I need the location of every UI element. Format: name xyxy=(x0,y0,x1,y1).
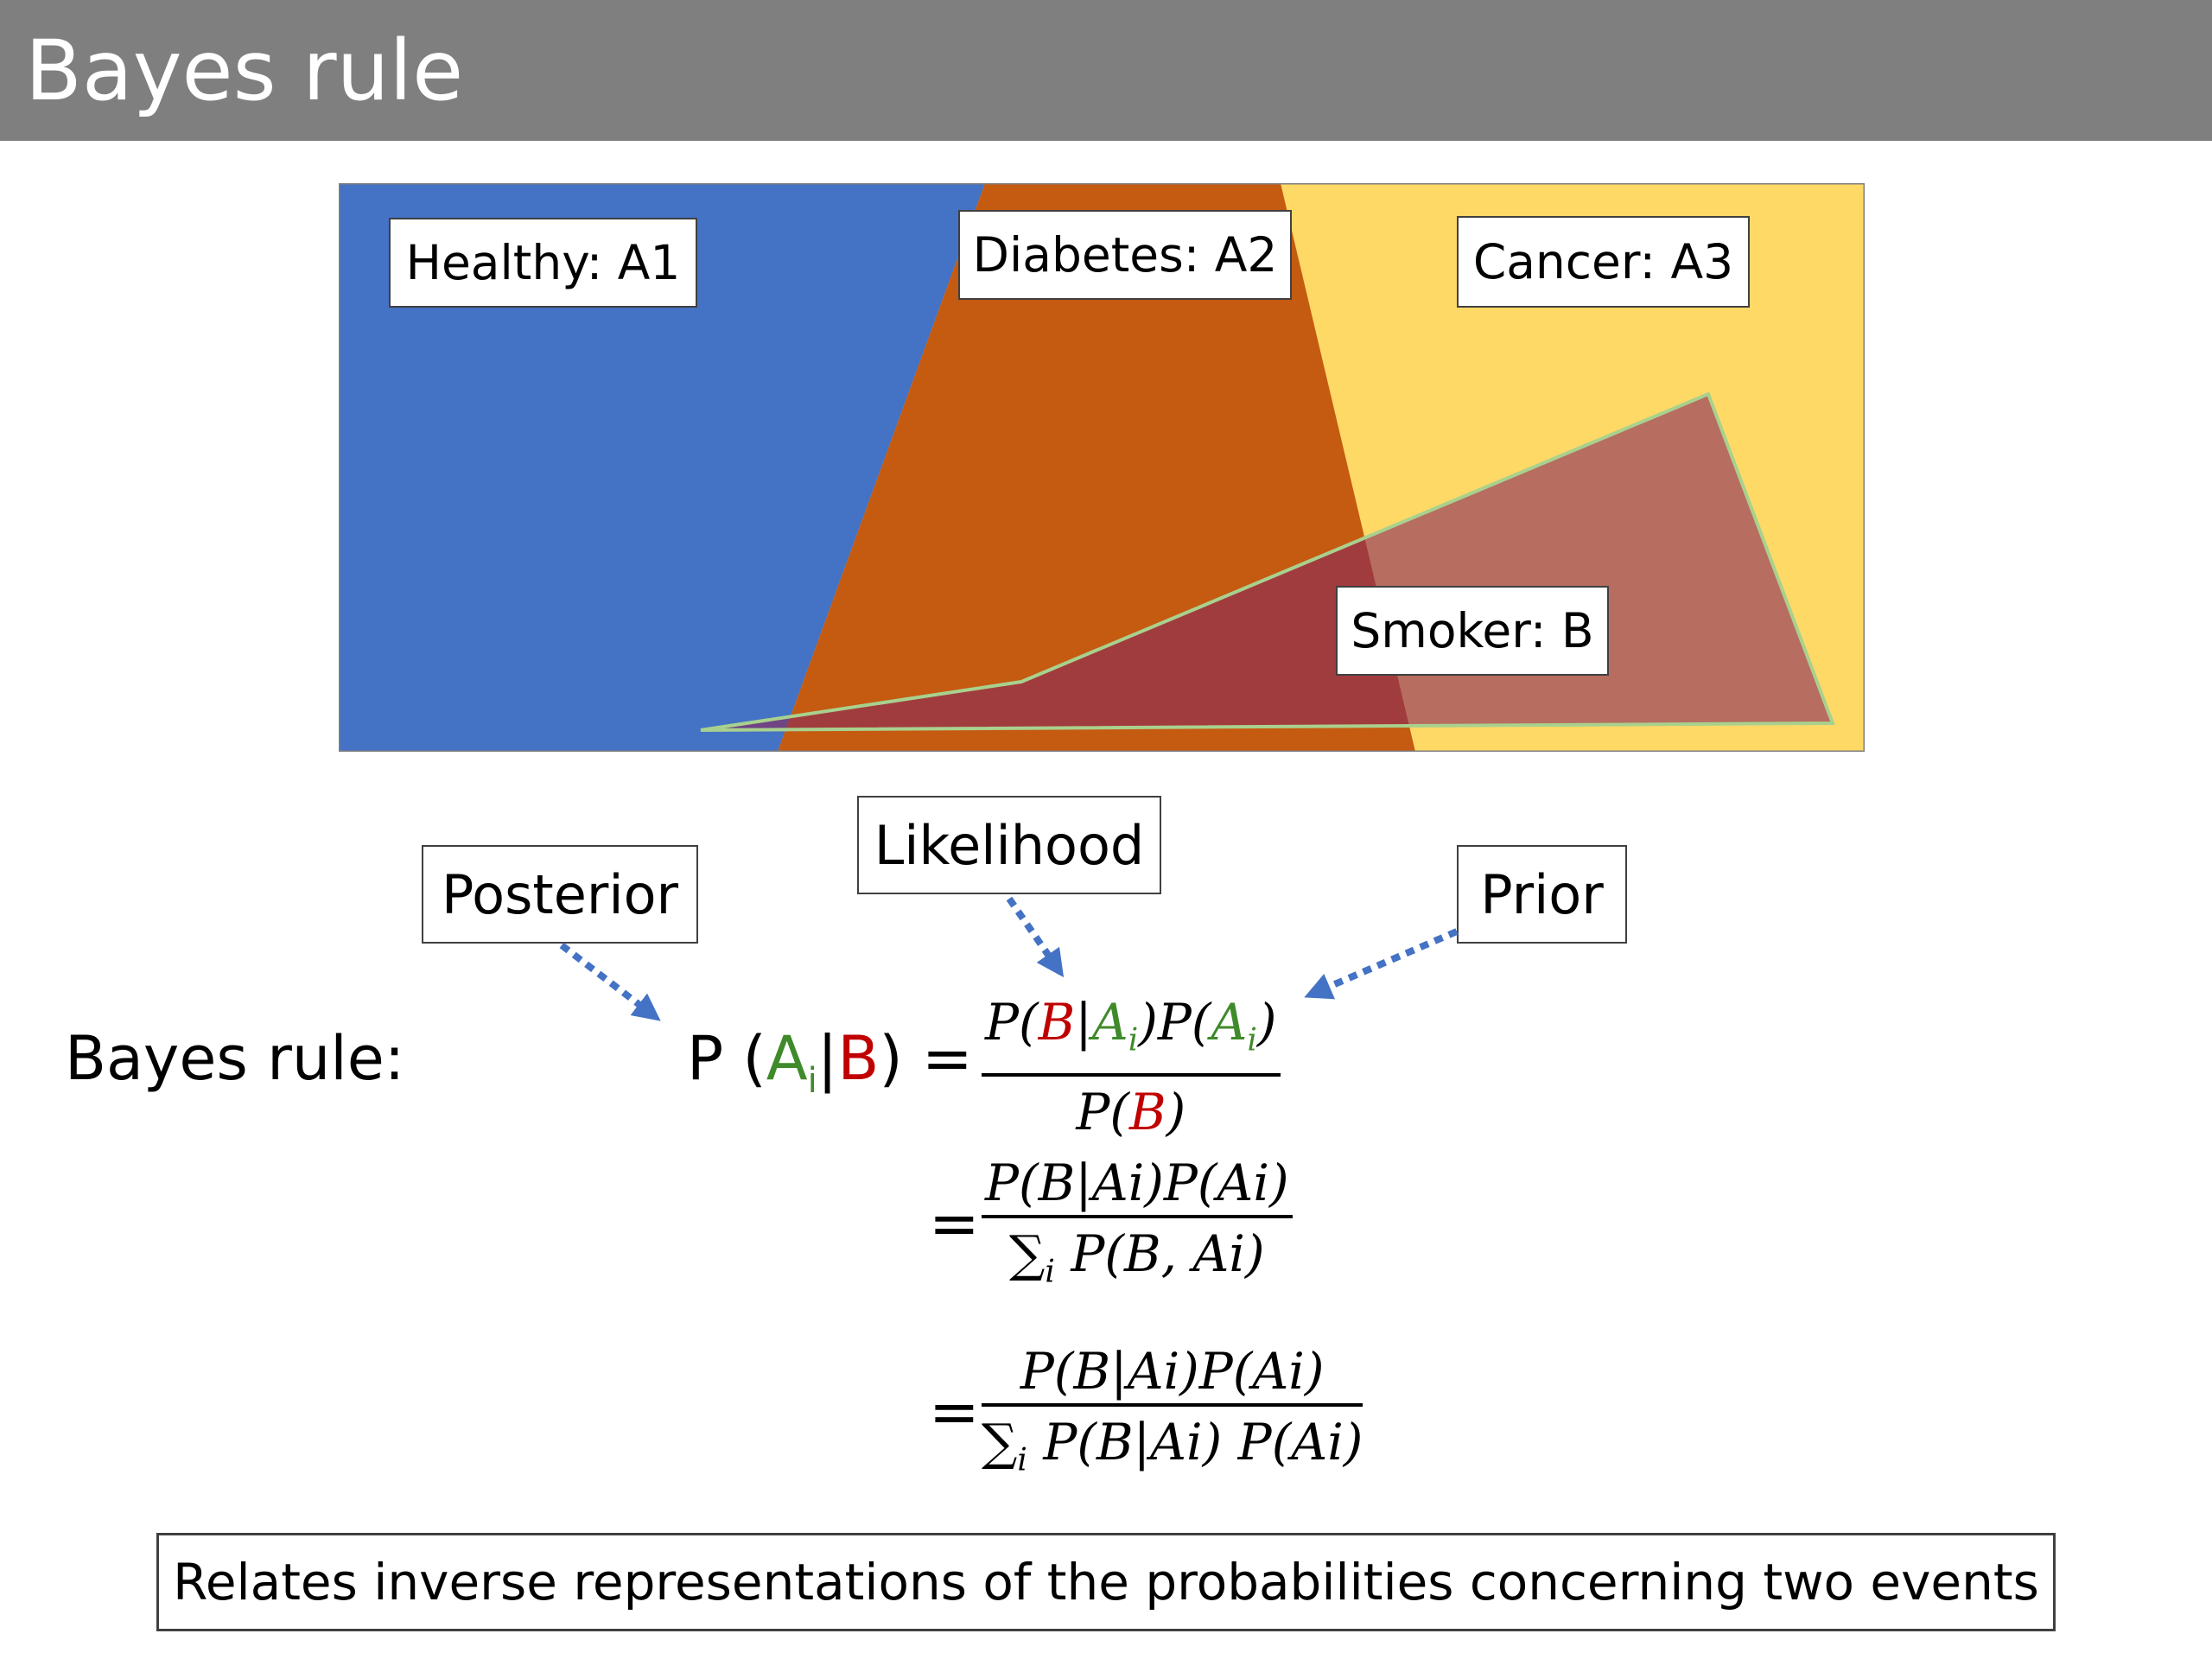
f1-num-b: B xyxy=(1038,993,1076,1052)
fraction-3-denominator: ∑i P(B|Ai) P(Ai) xyxy=(982,1407,1363,1493)
lhs-bar: | xyxy=(817,1023,838,1094)
fraction-3: P(B|Ai)P(Ai) ∑i P(B|Ai) P(Ai) xyxy=(982,1341,1363,1493)
smoker-label-text: Smoker: B xyxy=(1351,603,1594,658)
summary-box: Relates inverse representations of the p… xyxy=(156,1533,2056,1631)
prior-label-text: Prior xyxy=(1480,862,1604,926)
equals-2: = xyxy=(929,1188,980,1259)
healthy-label-text: Healthy: A1 xyxy=(405,235,681,290)
f1-num-a: A xyxy=(1091,993,1128,1052)
lhs-a: A xyxy=(766,1023,808,1094)
fraction-2-numerator: P(B|Ai)P(Ai) xyxy=(985,1154,1289,1212)
cancer-label: Cancer: A3 xyxy=(1457,216,1750,308)
likelihood-label-text: Likelihood xyxy=(874,813,1145,877)
f1-num-i2: i xyxy=(1247,1022,1257,1058)
equals-3: = xyxy=(929,1376,980,1447)
f1-den-p: P( xyxy=(1076,1082,1129,1141)
likelihood-arrow xyxy=(1006,896,1065,978)
sigma-icon: ∑ xyxy=(982,1413,1018,1471)
lhs-subscript: i xyxy=(807,1061,817,1101)
f1-num-p1: P( xyxy=(985,993,1039,1052)
title-bar: Bayes rule xyxy=(0,0,2212,141)
fraction-3-bar xyxy=(982,1403,1363,1407)
prior-arrow xyxy=(1304,928,1459,1000)
sigma-icon: ∑ xyxy=(1009,1224,1046,1283)
smoker-label: Smoker: B xyxy=(1336,586,1609,676)
fraction-3-numerator: P(B|Ai)P(Ai) xyxy=(1020,1342,1325,1401)
f1-num-p2: )P( xyxy=(1138,993,1211,1052)
fraction-1-numerator: P(B|Ai)P(Ai) xyxy=(982,992,1281,1073)
fraction-1: P(B|Ai)P(Ai) P(B) xyxy=(982,992,1281,1144)
healthy-region xyxy=(339,183,985,752)
fraction-2-denominator: ∑i P(B, Ai) xyxy=(1009,1218,1265,1305)
f3-den-rest: P(B|Ai) P(Ai) xyxy=(1027,1413,1363,1471)
posterior-label: Posterior xyxy=(422,845,698,944)
healthy-label: Healthy: A1 xyxy=(389,218,697,308)
posterior-expression: P (Ai|B) = xyxy=(687,1020,973,1120)
lhs-close: ) = xyxy=(879,1023,973,1094)
slide-title: Bayes rule xyxy=(25,22,464,119)
f1-num-close: ) xyxy=(1256,993,1277,1052)
diabetes-label-text: Diabetes: A2 xyxy=(972,227,1278,283)
f1-num-bar: | xyxy=(1075,993,1092,1052)
f1-num-a2: A xyxy=(1211,993,1248,1052)
fraction-1-denominator: P(B) xyxy=(1076,1077,1185,1144)
likelihood-label: Likelihood xyxy=(857,796,1161,894)
f1-den-b: B xyxy=(1128,1082,1166,1141)
lhs-b: B xyxy=(837,1023,880,1094)
fraction-1-bar xyxy=(982,1072,1281,1077)
posterior-label-text: Posterior xyxy=(441,862,678,926)
fraction-2-bar xyxy=(982,1215,1293,1218)
lhs-p: P ( xyxy=(687,1023,766,1094)
summary-text: Relates inverse representations of the p… xyxy=(173,1553,2039,1611)
cancer-label-text: Cancer: A3 xyxy=(1472,234,1734,289)
f1-den-close: ) xyxy=(1166,1082,1186,1141)
diabetes-label: Diabetes: A2 xyxy=(958,210,1292,300)
f2-den-i: i xyxy=(1045,1254,1055,1290)
fraction-2: P(B|Ai)P(Ai) ∑i P(B, Ai) xyxy=(982,1153,1293,1305)
f1-num-i: i xyxy=(1128,1022,1139,1058)
posterior-arrow xyxy=(559,942,661,1021)
bayes-rule-label: Bayes rule: xyxy=(65,1023,405,1094)
f2-den-rest: P(B, Ai) xyxy=(1054,1224,1265,1283)
prior-label: Prior xyxy=(1457,845,1627,944)
f3-den-i: i xyxy=(1017,1442,1027,1478)
